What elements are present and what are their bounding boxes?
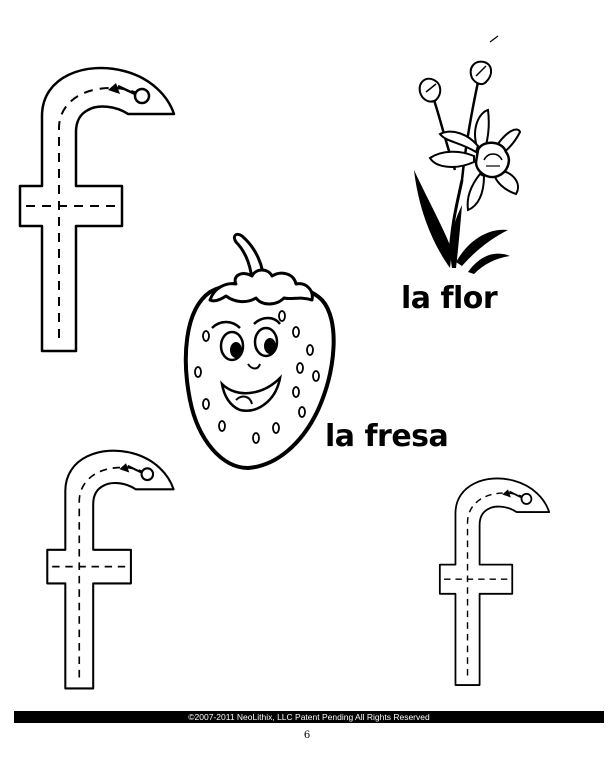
page-number: 6 [303, 730, 311, 741]
strawberry-word-label: la fresa [325, 419, 449, 454]
flower-word-label: la flor [401, 281, 498, 316]
copyright-footer: ©2007-2011 NeoLithix, LLC Patent Pending… [14, 711, 604, 723]
letter-f-tracing-large [18, 66, 176, 353]
flower-icon [414, 35, 522, 274]
letter-f-tracing-small [438, 477, 551, 686]
letter-f-tracing-medium [46, 449, 175, 690]
strawberry-icon [183, 232, 336, 471]
